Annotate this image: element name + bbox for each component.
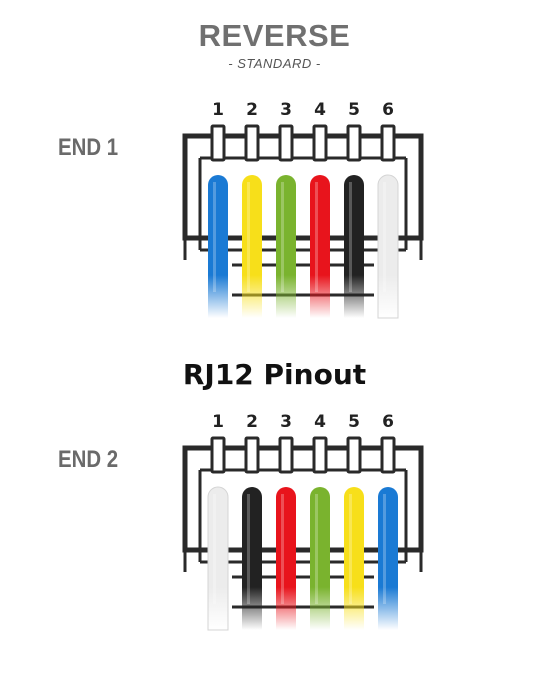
- pin-contact-5: [346, 124, 362, 162]
- end-1-connector-diagram: 1 2 3 4 5 6: [182, 100, 424, 319]
- pin-contact-3: [278, 124, 294, 162]
- wire-pin-3-red: [276, 487, 296, 630]
- wire-pin-6-white: [377, 174, 399, 319]
- pin-contact-2: [244, 436, 260, 474]
- wire-highlight: [349, 494, 352, 604]
- pin-contact-4: [312, 124, 328, 162]
- wire-pin-5-yellow: [344, 487, 364, 630]
- pin-number-1: 1: [212, 412, 224, 432]
- wire-highlight: [315, 182, 318, 292]
- pin-number-3: 3: [280, 100, 292, 120]
- wire-highlight: [349, 182, 352, 292]
- pin-contact-1: [210, 124, 226, 162]
- pin-contact-5: [346, 436, 362, 474]
- wire-highlight: [247, 182, 250, 292]
- pin-number-2: 2: [246, 100, 258, 120]
- diagram-subtitle: - STANDARD -: [228, 56, 321, 71]
- wire-pin-3-green: [276, 175, 296, 318]
- wire-pin-2-yellow: [242, 175, 262, 318]
- wire-pin-4-green: [310, 487, 330, 630]
- pin-contact-6: [380, 124, 396, 162]
- wire-highlight: [213, 494, 216, 604]
- wire-pin-4-red: [310, 175, 330, 318]
- pin-contact-1: [210, 436, 226, 474]
- wire-highlight: [315, 494, 318, 604]
- wire-pin-1-blue: [208, 175, 228, 318]
- pin-number-3: 3: [280, 412, 292, 432]
- end-1-label: END 1: [58, 134, 119, 161]
- wire-pin-1-white: [207, 486, 229, 631]
- wire-highlight: [383, 494, 386, 604]
- pin-number-5: 5: [348, 100, 360, 120]
- end-2-connector-diagram: 1 2 3 4 5 6: [182, 412, 424, 631]
- pin-number-4: 4: [314, 100, 326, 120]
- pin-contact-6: [380, 436, 396, 474]
- pin-number-2: 2: [246, 412, 258, 432]
- connector-frame: [183, 470, 423, 572]
- wire-highlight: [247, 494, 250, 604]
- pin-number-1: 1: [212, 100, 224, 120]
- wire-highlight: [281, 494, 284, 604]
- wire-highlight: [383, 182, 386, 292]
- pin-number-6: 6: [382, 412, 394, 432]
- wire-pin-2-black: [242, 487, 262, 630]
- pinout-title: RJ12 Pinout: [182, 358, 367, 391]
- wire-pin-5-black: [344, 175, 364, 318]
- pin-number-6: 6: [382, 100, 394, 120]
- wire-highlight: [213, 182, 216, 292]
- pin-number-4: 4: [314, 412, 326, 432]
- wire-highlight: [281, 182, 284, 292]
- pin-number-5: 5: [348, 412, 360, 432]
- wire-pin-6-blue: [378, 487, 398, 630]
- diagram-title: REVERSE: [198, 18, 351, 53]
- pin-contact-3: [278, 436, 294, 474]
- pin-contact-4: [312, 436, 328, 474]
- connector-frame: [183, 158, 423, 260]
- pin-contact-2: [244, 124, 260, 162]
- end-2-label: END 2: [58, 446, 119, 473]
